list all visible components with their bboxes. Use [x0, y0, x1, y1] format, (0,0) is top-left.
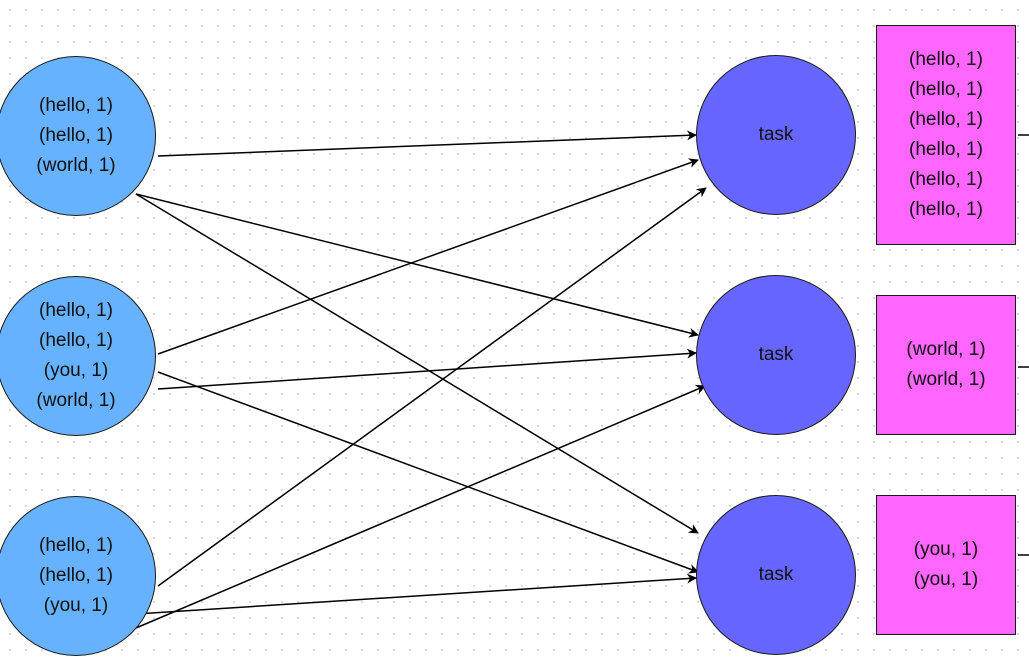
pair-text: (you, 1)	[913, 569, 979, 590]
output-bucket-3[interactable]: (you, 1) (you, 1)	[876, 495, 1016, 635]
pair-text: (world, 1)	[906, 369, 986, 390]
pair-text: (world, 1)	[36, 390, 116, 411]
pair-text: (world, 1)	[36, 155, 116, 176]
task-label: task	[758, 344, 794, 365]
pair-text: (hello, 1)	[39, 535, 113, 556]
edge-source-3-to-task-3	[135, 573, 697, 615]
pair-text: (hello, 1)	[909, 109, 983, 130]
edge-source-3-to-task-1	[157, 187, 707, 587]
pair-text: (hello, 1)	[39, 565, 113, 586]
edge-source-1-to-task-1	[157, 130, 697, 157]
pair-text: (hello, 1)	[909, 79, 983, 100]
pair-text: (you, 1)	[43, 595, 109, 616]
pair-text: (world, 1)	[906, 339, 986, 360]
pair-text: (you, 1)	[913, 539, 979, 560]
task-node-3[interactable]: task	[696, 495, 856, 655]
edge-source-1-to-task-3	[135, 193, 699, 534]
edge-source-2-to-task-3	[157, 371, 699, 574]
pair-text: (hello, 1)	[39, 330, 113, 351]
pair-text: (hello, 1)	[39, 125, 113, 146]
task-node-2[interactable]: task	[696, 275, 856, 435]
task-node-1[interactable]: task	[696, 55, 856, 215]
task-label: task	[758, 124, 794, 145]
pair-text: (hello, 1)	[909, 169, 983, 190]
edge-source-1-to-task-2	[135, 193, 699, 338]
edge-source-2-to-task-2	[157, 348, 697, 390]
pair-text: (hello, 1)	[39, 95, 113, 116]
source-node-1[interactable]: (hello, 1) (hello, 1) (world, 1)	[0, 56, 156, 216]
output-bucket-2[interactable]: (world, 1) (world, 1)	[876, 295, 1016, 435]
pair-text: (hello, 1)	[39, 300, 113, 321]
pair-text: (hello, 1)	[909, 139, 983, 160]
pair-text: (you, 1)	[43, 360, 109, 381]
edge-source-3-to-task-2	[135, 384, 706, 629]
output-bucket-1[interactable]: (hello, 1) (hello, 1) (hello, 1) (hello,…	[876, 25, 1016, 245]
source-node-2[interactable]: (hello, 1) (hello, 1) (you, 1) (world, 1…	[0, 276, 156, 436]
source-node-3[interactable]: (hello, 1) (hello, 1) (you, 1)	[0, 496, 156, 656]
pair-text: (hello, 1)	[909, 49, 983, 70]
edge-source-2-to-task-1	[157, 158, 699, 355]
task-label: task	[758, 564, 794, 585]
pair-text: (hello, 1)	[909, 199, 983, 220]
